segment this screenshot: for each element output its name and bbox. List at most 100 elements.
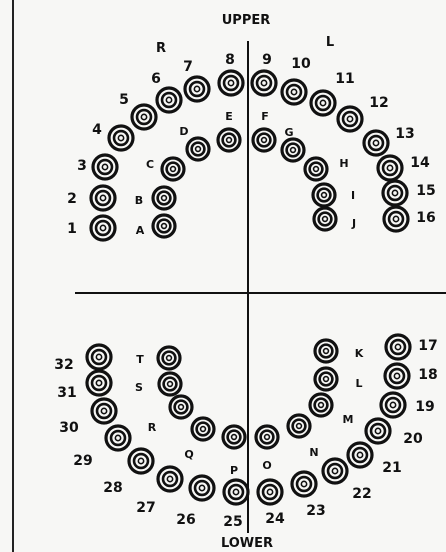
upper-primary-tooth-E <box>218 129 240 151</box>
lower-permanent-tooth-label: 25 <box>223 514 242 530</box>
lower-permanent-tooth-31 <box>87 371 111 395</box>
upper-primary-tooth-label: A <box>136 224 145 237</box>
lower-primary-tooth-label: P <box>230 464 238 477</box>
lower-primary-tooth-R <box>170 396 192 418</box>
upper-primary-tooth-A <box>153 215 175 237</box>
lower-permanent-tooth-label: 32 <box>54 357 73 373</box>
lower-primary-tooth-S <box>159 373 181 395</box>
lower-permanent-tooth-label: 17 <box>418 338 437 354</box>
upper-permanent-tooth-13 <box>364 131 388 155</box>
left-side-label: L <box>326 35 334 50</box>
lower-permanent-tooth-29 <box>106 426 130 450</box>
upper-primary-tooth-label: B <box>135 194 143 207</box>
lower-permanent-tooth-30 <box>92 399 116 423</box>
upper-permanent-tooth-8 <box>219 71 243 95</box>
upper-primary-tooth-label: C <box>146 158 154 171</box>
lower-permanent-tooth-label: 27 <box>136 500 155 516</box>
upper-permanent-tooth-label: 10 <box>291 56 311 72</box>
upper-permanent-tooth-label: 8 <box>225 52 235 68</box>
lower-permanent-tooth-22 <box>323 459 347 483</box>
upper-permanent-tooth-label: 3 <box>77 158 87 174</box>
lower-primary-tooth-T <box>158 347 180 369</box>
lower-title: LOWER <box>221 536 273 551</box>
upper-primary-tooth-B <box>153 187 175 209</box>
upper-primary-tooth-label: I <box>351 189 355 202</box>
upper-permanent-tooth-14 <box>378 156 402 180</box>
upper-primary-tooth-label: D <box>179 125 188 138</box>
upper-permanent-tooth-label: 16 <box>416 210 435 226</box>
upper-permanent-tooth-label: 11 <box>335 71 354 87</box>
upper-permanent-tooth-15 <box>383 181 407 205</box>
lower-primary-tooth-label: Q <box>184 448 193 461</box>
upper-primary-tooth-G <box>282 139 304 161</box>
lower-permanent-tooth-32 <box>87 345 111 369</box>
upper-permanent-tooth-9 <box>252 71 276 95</box>
upper-permanent-tooth-label: 2 <box>67 191 77 207</box>
upper-permanent-tooth-label: 14 <box>410 155 430 171</box>
lower-primary-tooth-N <box>288 415 310 437</box>
upper-permanent-tooth-4 <box>109 126 133 150</box>
upper-primary-tooth-label: H <box>339 157 348 170</box>
lower-permanent-tooth-label: 29 <box>73 453 92 469</box>
upper-permanent-tooth-label: 12 <box>369 95 388 111</box>
upper-primary-tooth-label: E <box>225 110 233 123</box>
lower-permanent-tooth-17 <box>386 335 410 359</box>
lower-permanent-tooth-label: 31 <box>57 385 76 401</box>
lower-primary-tooth-label: T <box>136 353 144 366</box>
lower-primary-tooth-label: O <box>262 459 271 472</box>
lower-permanent-tooth-24 <box>258 480 282 504</box>
lower-permanent-tooth-label: 23 <box>306 503 325 519</box>
lower-permanent-tooth-label: 30 <box>59 420 79 436</box>
upper-primary-tooth-H <box>305 158 327 180</box>
lower-permanent-tooth-18 <box>385 364 409 388</box>
upper-permanent-tooth-5 <box>132 105 156 129</box>
lower-primary-tooth-label: L <box>355 377 362 390</box>
upper-permanent-tooth-2 <box>91 186 115 210</box>
lower-permanent-tooth-21 <box>348 443 372 467</box>
upper-permanent-tooth-11 <box>311 91 335 115</box>
lower-primary-tooth-P <box>223 426 245 448</box>
upper-permanent-tooth-label: 15 <box>416 183 435 199</box>
lower-permanent-tooth-23 <box>292 472 316 496</box>
upper-title: UPPER <box>222 13 271 28</box>
upper-permanent-tooth-label: 7 <box>183 59 193 75</box>
lower-primary-tooth-L <box>315 368 337 390</box>
lower-permanent-tooth-label: 24 <box>265 511 285 527</box>
upper-permanent-tooth-6 <box>157 88 181 112</box>
right-side-label: R <box>156 41 166 56</box>
lower-primary-tooth-Q <box>192 418 214 440</box>
upper-permanent-tooth-label: 4 <box>92 122 102 138</box>
upper-primary-tooth-C <box>162 158 184 180</box>
lower-permanent-tooth-label: 28 <box>103 480 122 496</box>
upper-permanent-tooth-3 <box>93 155 117 179</box>
lower-primary-tooth-M <box>310 394 332 416</box>
lower-primary-tooth-label: K <box>355 347 364 360</box>
upper-permanent-tooth-label: 9 <box>262 52 272 68</box>
lower-permanent-tooth-25 <box>224 480 248 504</box>
upper-permanent-tooth-12 <box>338 107 362 131</box>
upper-permanent-tooth-1 <box>91 216 115 240</box>
upper-primary-tooth-label: J <box>351 217 356 230</box>
upper-primary-tooth-J <box>314 208 336 230</box>
lower-primary-tooth-label: N <box>309 446 318 459</box>
upper-primary-tooth-label: F <box>261 110 269 123</box>
upper-permanent-tooth-label: 1 <box>67 221 77 237</box>
lower-primary-tooth-label: M <box>343 413 354 426</box>
upper-permanent-tooth-7 <box>185 77 209 101</box>
upper-primary-tooth-I <box>313 184 335 206</box>
upper-permanent-tooth-label: 6 <box>151 71 161 87</box>
lower-permanent-tooth-label: 20 <box>403 431 423 447</box>
lower-permanent-tooth-26 <box>190 476 214 500</box>
upper-permanent-tooth-10 <box>282 80 306 104</box>
lower-primary-tooth-K <box>315 340 337 362</box>
upper-permanent-tooth-16 <box>384 207 408 231</box>
lower-permanent-tooth-label: 26 <box>176 512 195 528</box>
lower-permanent-tooth-label: 21 <box>382 460 401 476</box>
lower-permanent-tooth-19 <box>381 393 405 417</box>
lower-permanent-tooth-label: 22 <box>352 486 371 502</box>
lower-primary-tooth-O <box>256 426 278 448</box>
upper-primary-tooth-label: G <box>284 126 293 139</box>
